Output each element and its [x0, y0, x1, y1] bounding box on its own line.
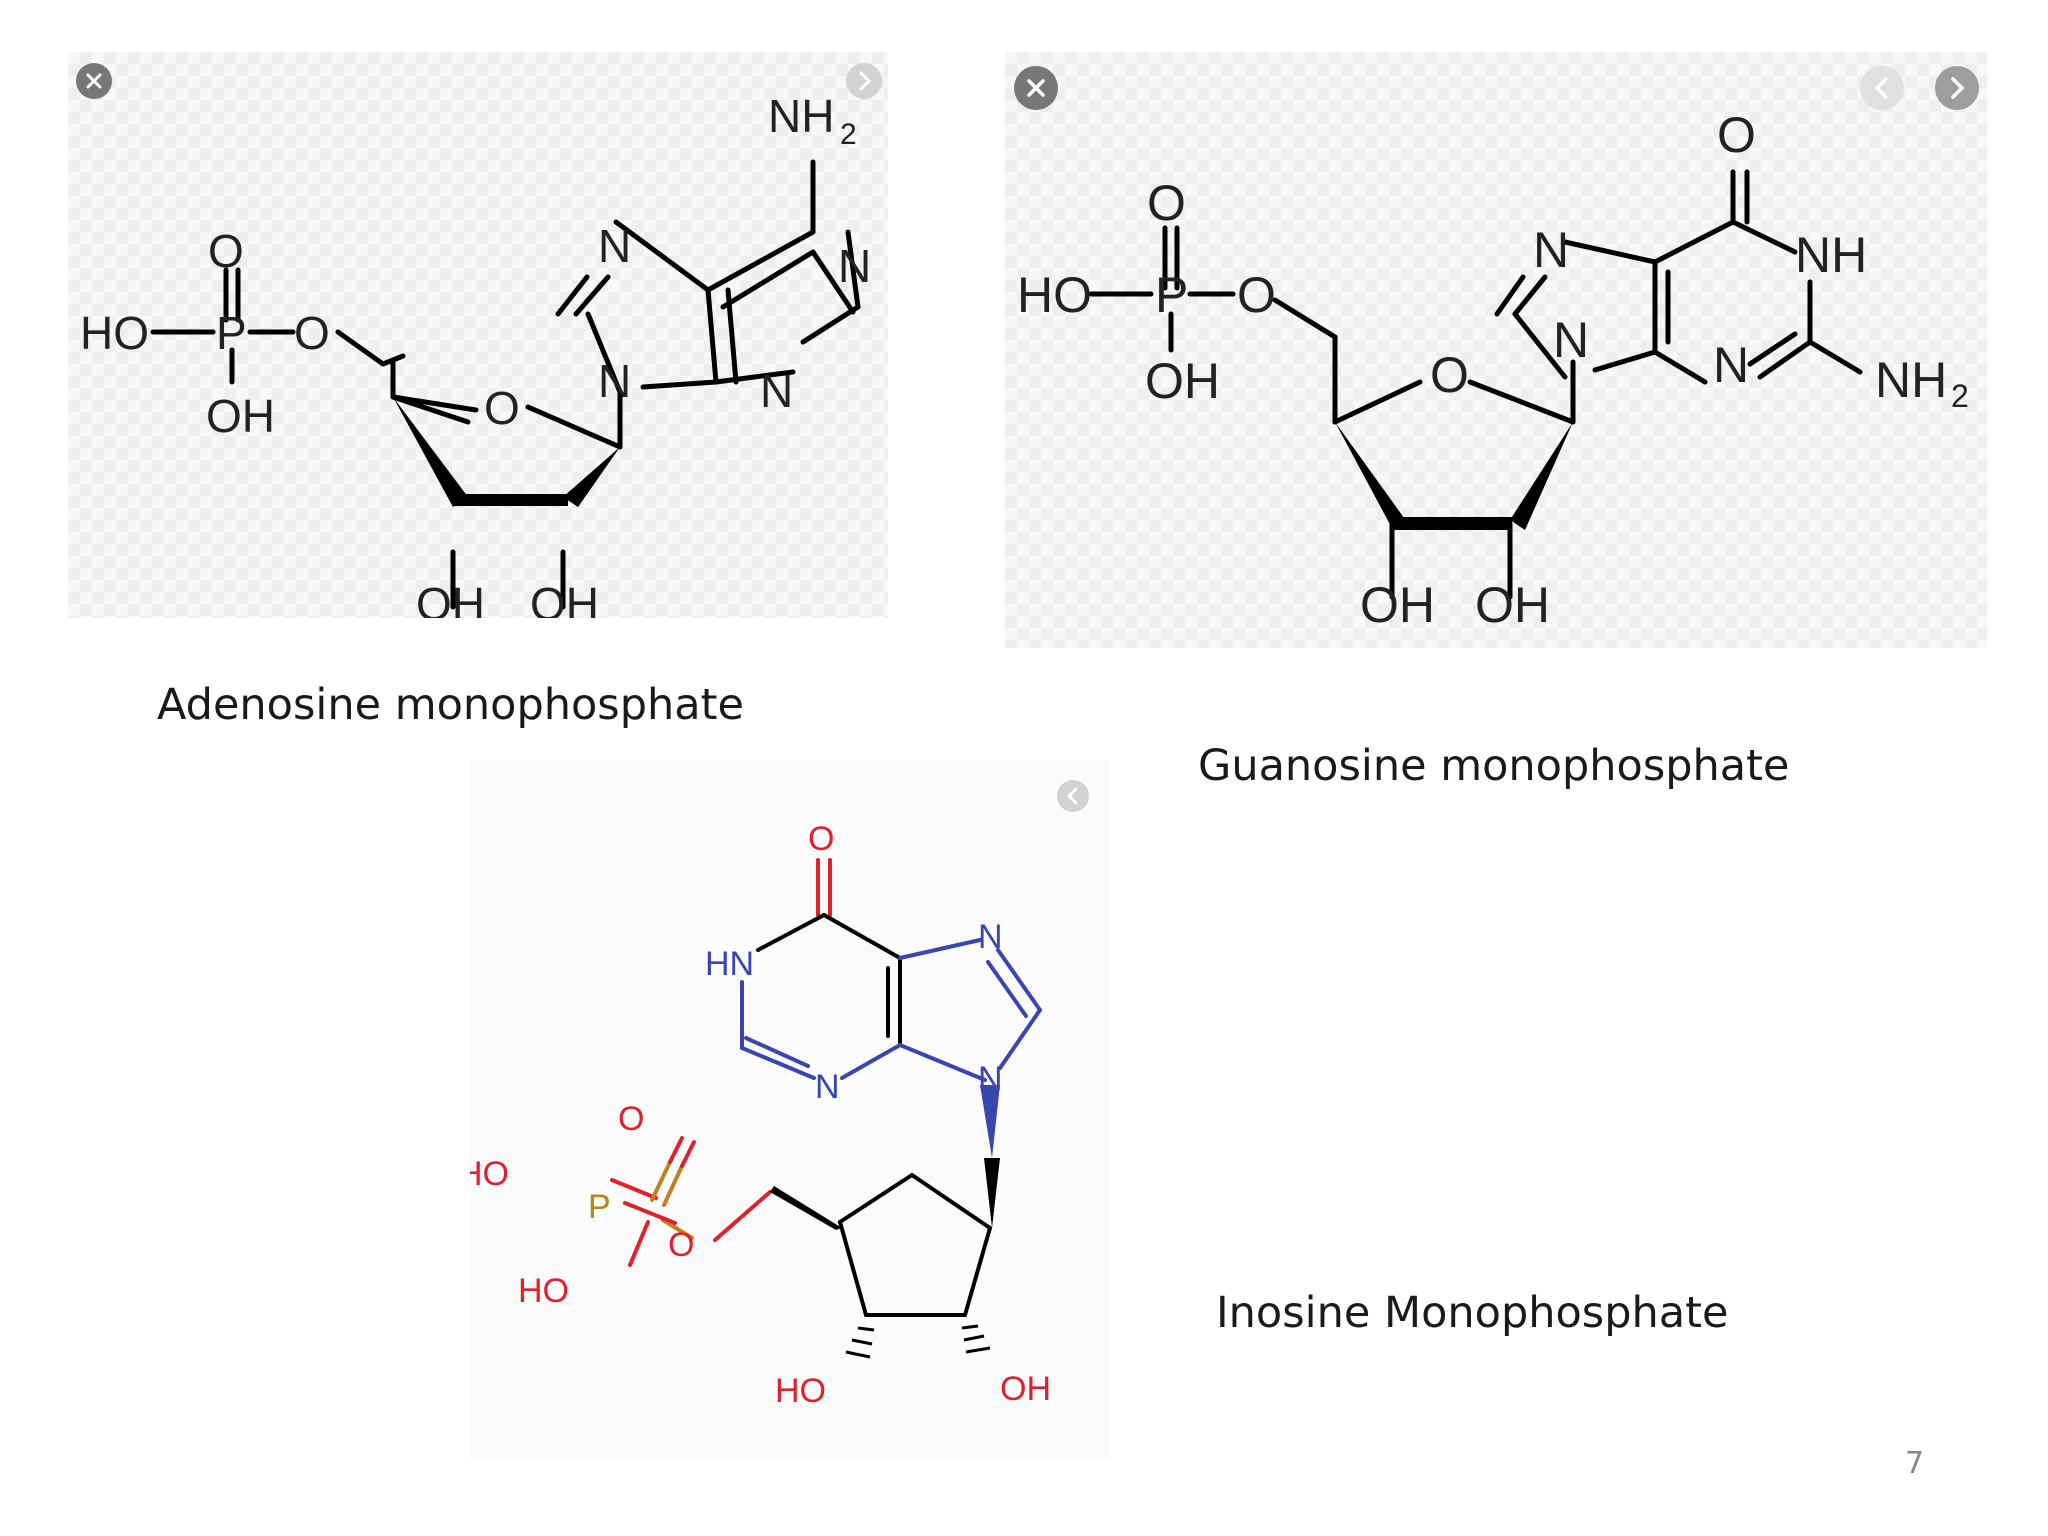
- amp-structure-image: O HO P O OH O N N N N NH 2 OH OH: [68, 52, 888, 618]
- gmp-close-button[interactable]: [1014, 66, 1058, 110]
- imp-atom-ho-1: HO: [470, 1155, 509, 1193]
- gmp-atom-o-double: O: [1147, 175, 1186, 231]
- close-icon: [1027, 79, 1045, 97]
- caption-guanosine-monophosphate: Guanosine monophosphate: [1198, 741, 1790, 791]
- amp-atom-n1: N: [838, 240, 871, 292]
- gmp-atom-o-carbonyl: O: [1717, 107, 1756, 163]
- imp-structure-diagram: O HN N N N O HO P O HO HO OH: [470, 820, 1051, 1410]
- imp-atom-p: P: [588, 1188, 611, 1226]
- amp-atom-ho: HO: [80, 307, 149, 359]
- gmp-atom-p: P: [1155, 267, 1188, 323]
- imp-prev-button[interactable]: [1057, 780, 1089, 812]
- close-icon: [86, 73, 102, 89]
- imp-atom-oh-2: OH: [1000, 1370, 1051, 1408]
- chevron-right-icon: [1951, 77, 1965, 99]
- gmp-structure-diagram: O HO P O OH O N N N NH NH 2 O OH OH: [1017, 107, 1969, 633]
- gmp-atom-n3: N: [1713, 337, 1749, 393]
- gmp-atom-oh-3: OH: [1360, 577, 1435, 633]
- chevron-right-icon: [859, 71, 872, 91]
- chevron-left-icon: [1874, 77, 1888, 99]
- gmp-next-button[interactable]: [1935, 66, 1979, 110]
- imp-atom-o-carbonyl: O: [808, 820, 834, 858]
- amp-atom-nh2-subscript: 2: [840, 118, 857, 151]
- amp-atom-p: P: [216, 307, 247, 359]
- gmp-atom-nh2: NH: [1875, 352, 1947, 408]
- imp-atom-ho-3: HO: [775, 1372, 826, 1410]
- caption-adenosine-monophosphate: Adenosine monophosphate: [157, 680, 744, 730]
- caption-inosine-monophosphate: Inosine Monophosphate: [1216, 1288, 1729, 1338]
- chevron-left-icon: [1066, 787, 1078, 805]
- amp-next-button[interactable]: [846, 63, 882, 99]
- amp-atom-n3: N: [760, 365, 793, 417]
- amp-close-button[interactable]: [76, 63, 112, 99]
- gmp-atom-o-ring: O: [1430, 347, 1469, 403]
- gmp-atom-nh: NH: [1795, 227, 1867, 283]
- gmp-atom-nh2-subscript: 2: [1951, 378, 1969, 414]
- imp-atom-hn: HN: [705, 945, 754, 983]
- gmp-structure-image: O HO P O OH O N N N NH NH 2 O OH OH: [1005, 52, 1987, 648]
- gmp-atom-n9: N: [1553, 312, 1589, 368]
- imp-atom-ho-2: HO: [518, 1272, 569, 1310]
- page-number: 7: [1905, 1446, 1925, 1481]
- gmp-atom-oh-2: OH: [1475, 577, 1550, 633]
- imp-atom-o-double: O: [618, 1100, 644, 1138]
- amp-atom-o-ester: O: [294, 307, 330, 359]
- gmp-atom-o-ester: O: [1237, 267, 1276, 323]
- amp-structure-diagram: O HO P O OH O N N N N NH 2 OH OH: [80, 90, 871, 618]
- gmp-atom-ho: HO: [1017, 267, 1092, 323]
- imp-structure-image: O HN N N N O HO P O HO HO OH: [470, 760, 1110, 1460]
- amp-atom-oh-2: OH: [530, 578, 599, 618]
- amp-atom-o-ring: O: [484, 382, 520, 434]
- imp-atom-o-ester: O: [668, 1226, 694, 1264]
- imp-atom-n3: N: [815, 1068, 840, 1106]
- amp-atom-n7: N: [598, 220, 631, 272]
- amp-atom-oh-3: OH: [416, 578, 485, 618]
- amp-atom-n9: N: [598, 355, 631, 407]
- amp-atom-o-double: O: [208, 225, 244, 277]
- imp-atom-n7: N: [978, 918, 1003, 956]
- amp-atom-nh2: NH: [768, 90, 834, 142]
- gmp-prev-button[interactable]: [1860, 66, 1904, 110]
- amp-atom-oh-phosphate: OH: [206, 390, 275, 442]
- imp-atom-n9: N: [978, 1060, 1003, 1098]
- gmp-atom-n7: N: [1533, 222, 1569, 278]
- gmp-atom-oh-phosphate: OH: [1145, 353, 1220, 409]
